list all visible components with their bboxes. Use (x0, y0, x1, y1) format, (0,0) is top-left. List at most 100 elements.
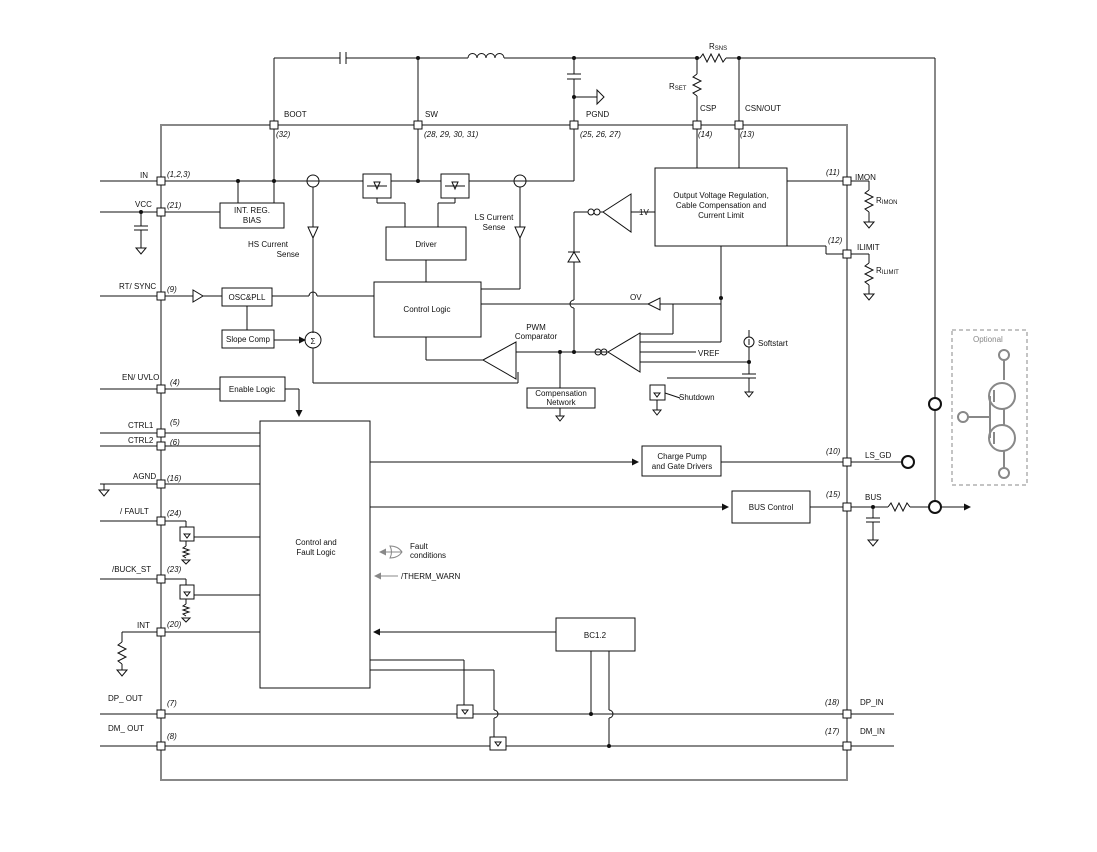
ovr-line1: Output Voltage Regulation, (673, 191, 769, 200)
control-logic-block (373, 281, 482, 338)
external-top-network (273, 52, 936, 399)
pin-fault-num: (24) (167, 509, 182, 518)
pin-dmin-name: DM_IN (860, 727, 885, 736)
pin-buckst-num: (23) (167, 565, 182, 574)
pin-imon-num: (11) (826, 168, 840, 177)
pin-lsgd-num: (10) (826, 447, 841, 456)
buscontrol-label: BUS Control (749, 503, 794, 512)
pin-int-num: (20) (167, 620, 182, 629)
rset-label: RSET (669, 82, 687, 92)
ls-sense-label-1: LS Current (475, 213, 514, 222)
pin-ctrl2-num: (6) (170, 438, 180, 447)
pin-ilimit-num: (12) (828, 236, 843, 245)
pin-sw-name: SW (425, 110, 438, 119)
pin-csp-name: CSP (700, 104, 716, 113)
pin-csp-num: (14) (698, 130, 713, 139)
optional-label: Optional (973, 335, 1003, 344)
pin-bus-name: BUS (865, 493, 881, 502)
pin-dpout-num: (7) (167, 699, 177, 708)
fault-logic-block (259, 420, 371, 689)
pin-ctrl1-num: (5) (170, 418, 180, 427)
onev-label: 1V (639, 208, 649, 217)
pin-in-name: IN (140, 171, 148, 180)
left-pins (156, 176, 166, 751)
ovr-line3: Current Limit (698, 211, 745, 220)
driver-block (385, 226, 467, 261)
fault-inputs (374, 545, 403, 580)
ic-outline (160, 124, 848, 781)
intreg-line2: BIAS (243, 216, 261, 225)
osc-label: OSC&PLL (229, 293, 266, 302)
pin-vcc-name: VCC (135, 200, 152, 209)
pwm-label-2: Comparator (515, 332, 558, 341)
pin-csn-num: (13) (740, 130, 755, 139)
pin-csn-name: CSN/OUT (745, 104, 781, 113)
pin-in-num: (1,2,3) (167, 170, 190, 179)
fault-cond-1: Fault (410, 542, 429, 551)
left-pin-wiring (97, 432, 260, 677)
imon-ilimit (787, 180, 876, 301)
ovr-block (654, 167, 788, 247)
slope-label: Slope Comp (226, 335, 271, 344)
ov-label: OV (630, 293, 642, 302)
control-logic-label: Control Logic (403, 305, 450, 314)
hs-sense-label-1: HS Current (248, 240, 289, 249)
shutdown-label: Shutdown (679, 393, 715, 402)
pin-lsgd-name: LS_GD (865, 451, 891, 460)
bc12-section (100, 617, 894, 751)
pin-boot-name: BOOT (284, 110, 307, 119)
vcc-section (100, 202, 285, 255)
pin-agnd-num: (16) (167, 474, 182, 483)
osc-section (100, 287, 519, 384)
compnet-label-2: Network (546, 398, 576, 407)
chargepump-line2: and Gate Drivers (652, 462, 712, 471)
pin-sw-num: (28, 29, 30, 31) (424, 130, 479, 139)
pin-buckst-name: /BUCK_ST (112, 565, 151, 574)
enable-section (100, 376, 303, 417)
pin-dpout-name: DP_ OUT (108, 694, 143, 703)
compnet-label-1: Compensation (535, 389, 587, 398)
pin-pgnd-num: (25, 26, 27) (580, 130, 621, 139)
pin-enuvlo-name: EN/ UVLO (122, 373, 159, 382)
enable-label: Enable Logic (229, 385, 275, 394)
sigma-label: Σ (311, 337, 316, 346)
fault-logic-line2: Fault Logic (296, 548, 335, 557)
intreg-line1: INT. REG. (234, 206, 270, 215)
softstart-label: Softstart (758, 339, 789, 348)
ovr-line2: Cable Compensation and (676, 201, 766, 210)
pin-rtsync-name: RT/ SYNC (119, 282, 156, 291)
power-stage-wiring (100, 129, 740, 333)
output-drivers (370, 397, 971, 547)
pwm-label-1: PWM (526, 323, 546, 332)
pin-vcc-num: (21) (167, 201, 182, 210)
top-pins (269, 120, 744, 130)
chargepump-line1: Charge Pump (657, 452, 707, 461)
pin-int-name: INT (137, 621, 150, 630)
fault-logic-line1: Control and (295, 538, 336, 547)
rsns-label: RSNS (709, 42, 727, 52)
bc12-label: BC1.2 (584, 631, 607, 640)
pin-dmout-num: (8) (167, 732, 177, 741)
right-pins (842, 176, 852, 751)
ls-sense-label-2: Sense (483, 223, 506, 232)
pin-dmin-num: (17) (825, 727, 840, 736)
pin-bus-num: (15) (826, 490, 841, 499)
pin-ctrl1-name: CTRL1 (128, 421, 154, 430)
pin-enuvlo-num: (4) (170, 378, 180, 387)
feedback-loop (425, 193, 756, 422)
hs-sense-label-2: Sense (277, 250, 300, 259)
pin-dmout-name: DM_ OUT (108, 724, 144, 733)
rimon-label: RIMON (876, 196, 897, 206)
optional-fet (951, 329, 1028, 486)
pin-rtsync-num: (9) (167, 285, 177, 294)
pin-pgnd-name: PGND (586, 110, 609, 119)
pin-dpin-num: (18) (825, 698, 840, 707)
pin-fault-name: / FAULT (120, 507, 149, 516)
therm-label: /THERM_WARN (401, 572, 460, 581)
vref-label: VREF (698, 349, 719, 358)
rilimit-label: RILIMIT (876, 266, 899, 276)
pin-dpin-name: DP_IN (860, 698, 884, 707)
pin-ctrl2-name: CTRL2 (128, 436, 154, 445)
